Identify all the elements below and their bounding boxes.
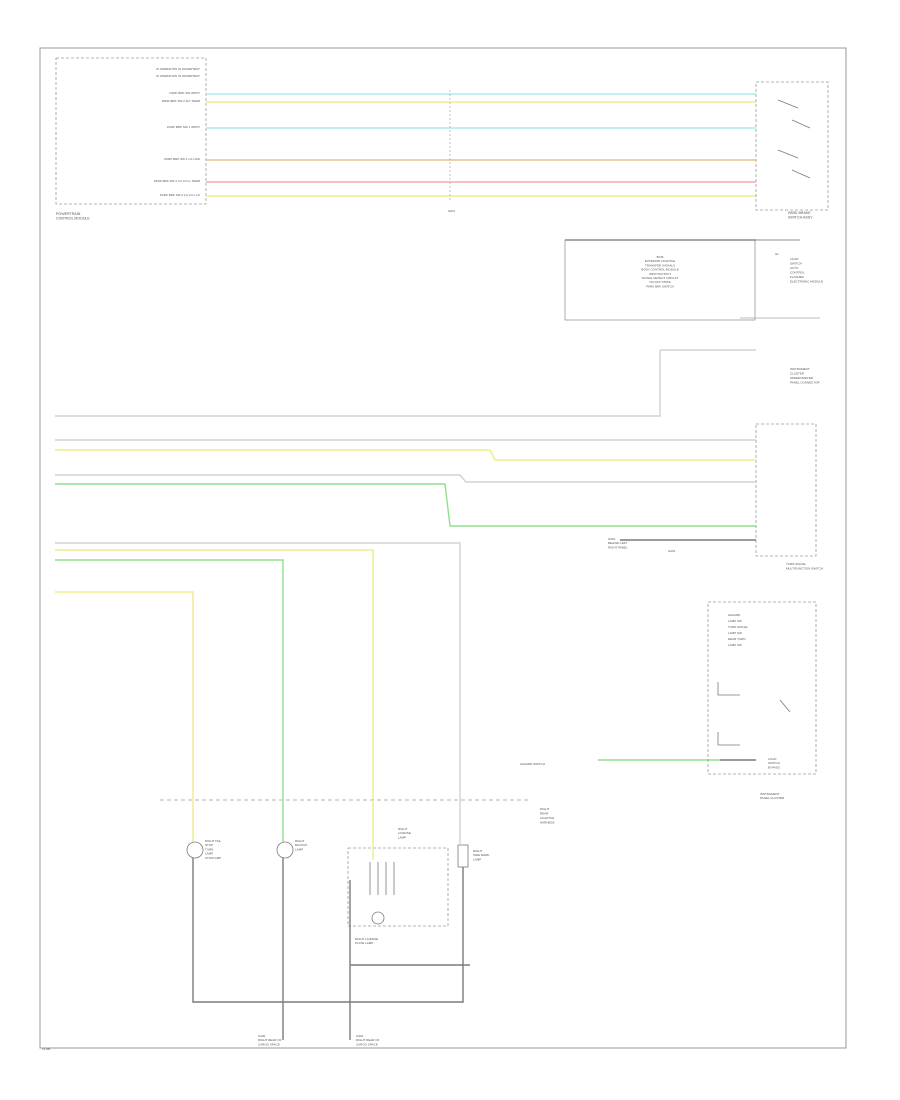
rear-lamp-symbols — [186, 841, 469, 927]
splice-s201-label: S201 — [448, 209, 455, 213]
indicator-symbols — [717, 682, 791, 746]
turn-signal-switch-box — [755, 423, 817, 557]
wire-lgray — [55, 350, 661, 417]
footer-code: F1-5B — [42, 1047, 50, 1051]
bcm-box — [564, 239, 756, 321]
ecm-pin-label: IS OPERATION IN WATERTEST — [156, 74, 200, 78]
wire-yellow — [55, 449, 756, 461]
wire-yellow — [55, 549, 374, 800]
ecm-pin-label: PARK BRK SW 1 LO LOW — [164, 157, 200, 161]
ecm-pin-label: PARK BRK SW 1 INPUT — [167, 125, 200, 129]
ecm-pin-labels: IS OPERATION IN WATERTEST IS OPERATION IN… — [154, 67, 201, 197]
wire-black — [192, 858, 464, 1003]
mid-wire-bundle — [55, 349, 756, 800]
instrument-panel-box — [707, 601, 817, 775]
ecm-pin-label: IS OPERATION IN WATERTEST — [156, 67, 200, 71]
park-brake-switch-box — [755, 81, 829, 211]
wire-lgray — [55, 542, 461, 800]
gl-label: GL — [775, 252, 779, 256]
rear-wire-bundle — [192, 800, 470, 1040]
diagram-frame — [39, 47, 847, 1049]
hazard-text: HAZARD SWITCH — [520, 762, 545, 766]
ground-g201-label: G201 — [668, 549, 676, 553]
wire-green — [55, 559, 284, 800]
wire-lgray — [55, 474, 756, 483]
ecm-box — [55, 57, 207, 205]
wire-yellow — [55, 591, 194, 800]
ecm-pin-label: PARK BRK SW 2 ALT TERM — [162, 99, 201, 103]
wire-green — [55, 483, 756, 527]
top-wire-bundle — [206, 90, 820, 319]
park-brake-switch-contacts — [777, 99, 811, 179]
ecm-pin-label: PARK BRK SW 2 LO LO LL TERM — [154, 179, 201, 183]
ecm-pin-label: PARK BRK SW INPUT — [170, 91, 201, 95]
ecm-pin-label: PARK BRK SW 2 LO LO L LO — [160, 193, 201, 197]
